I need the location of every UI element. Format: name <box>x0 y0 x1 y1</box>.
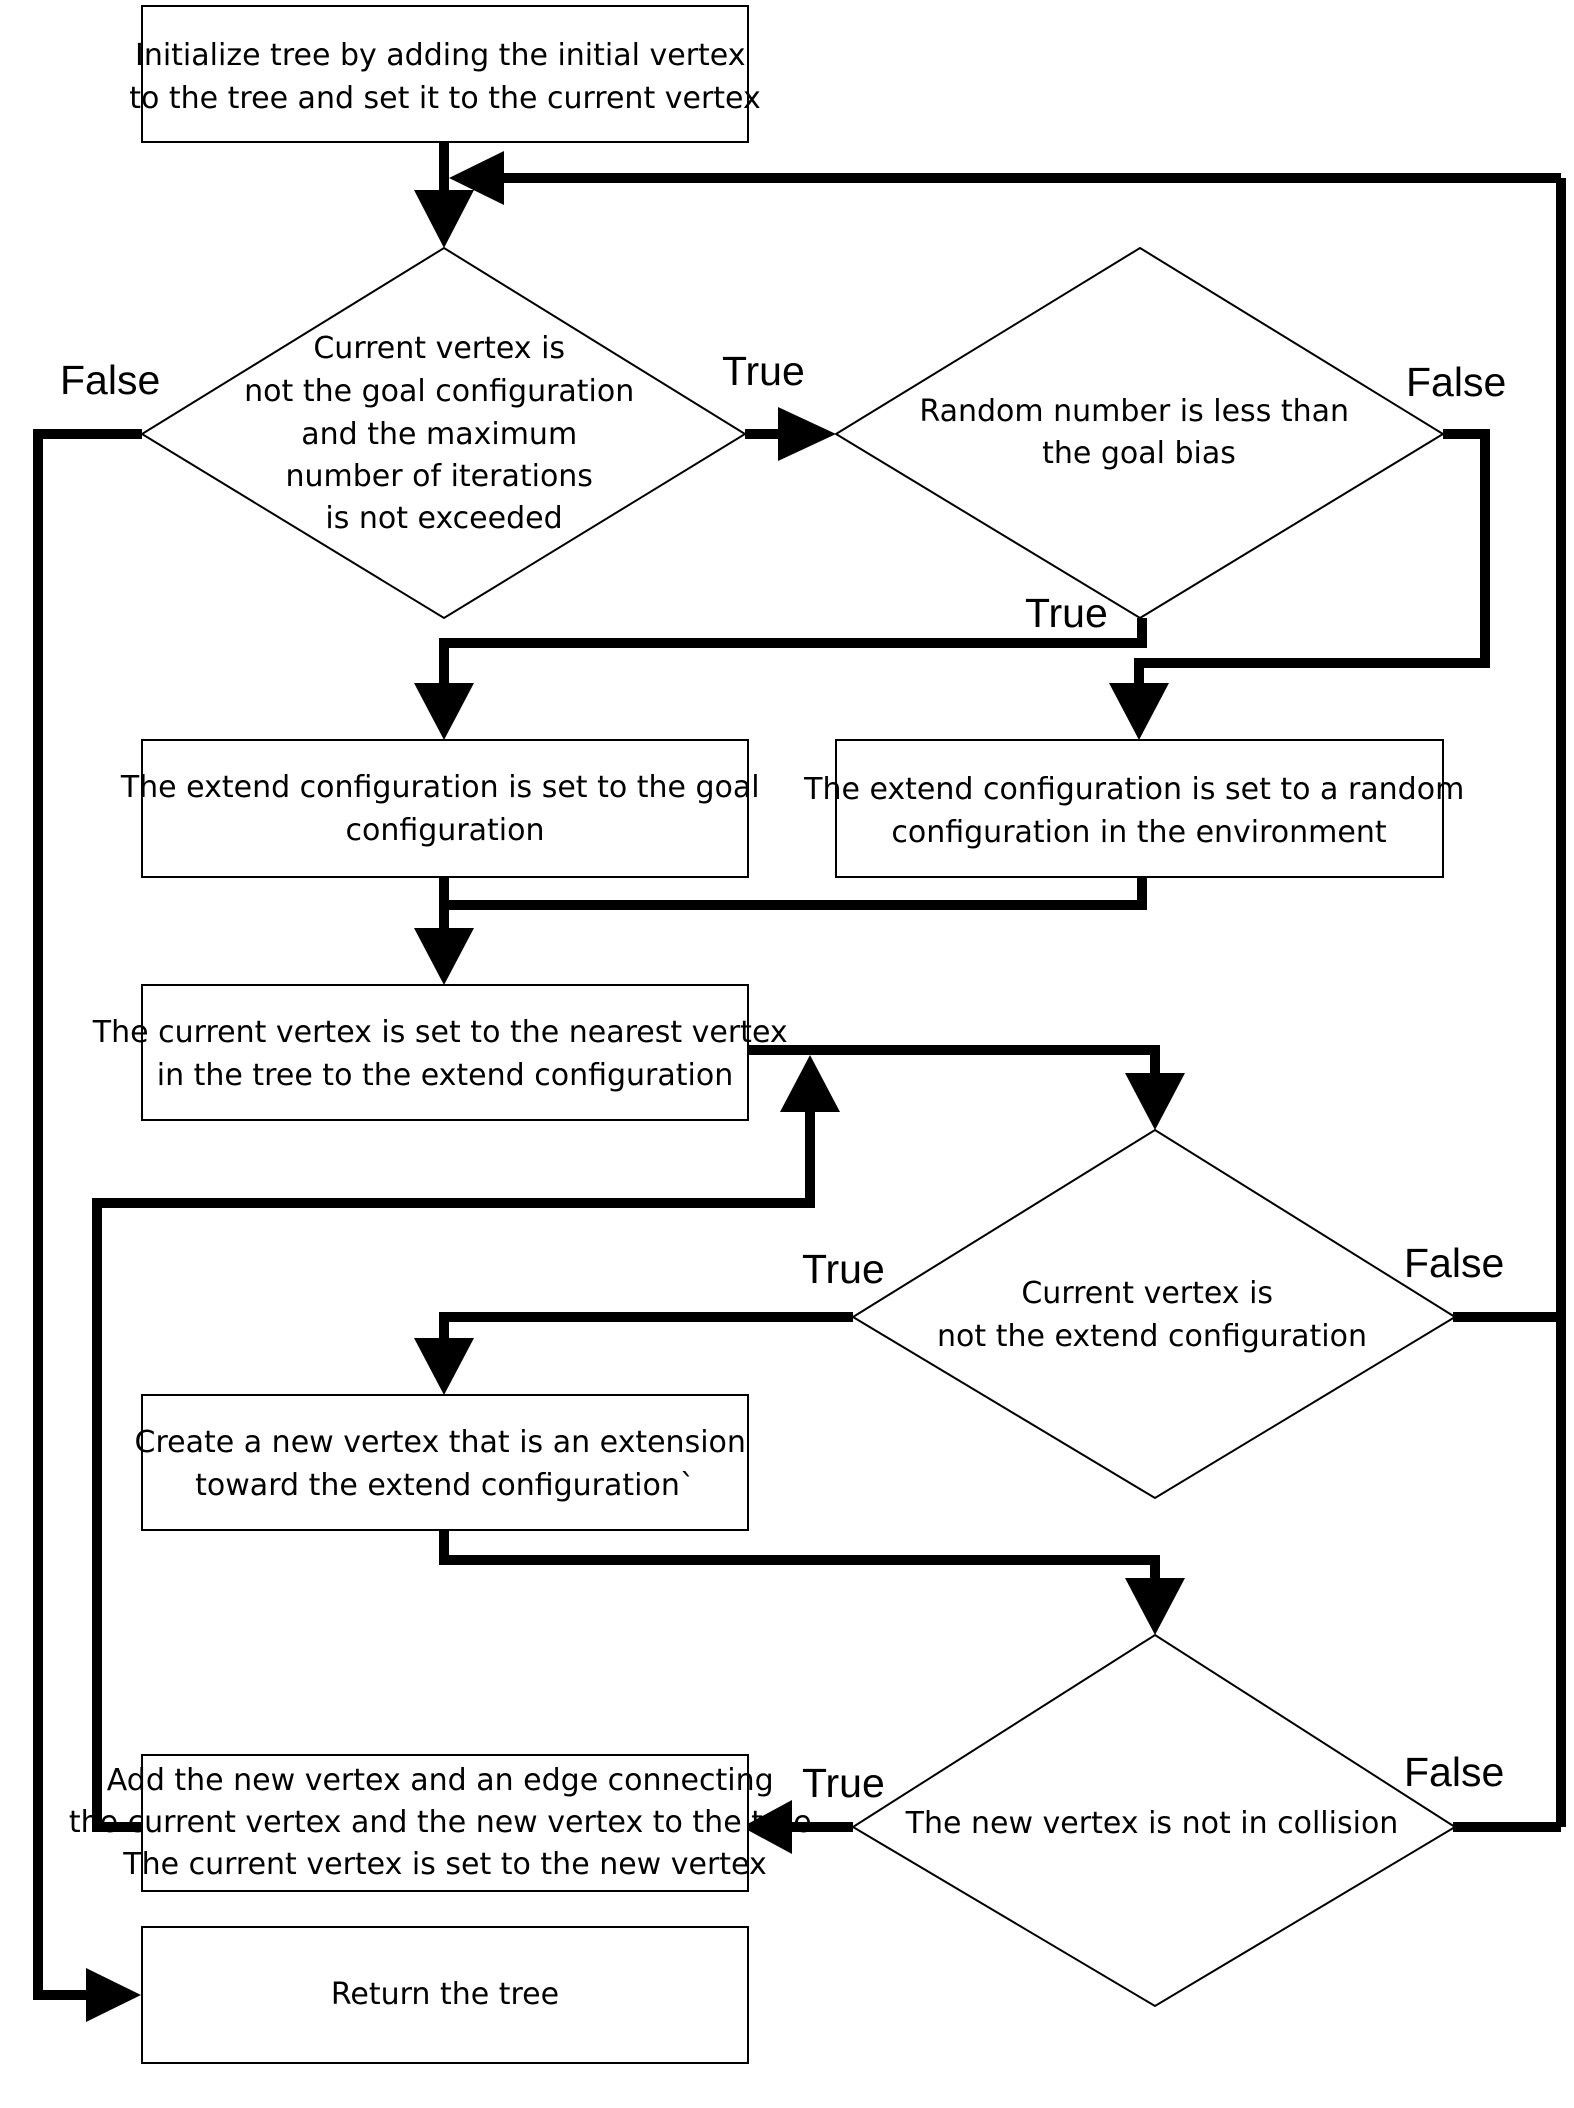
nearest-box <box>141 984 749 1121</box>
extend-random-line-1: The extend configuration is set to a ran… <box>803 772 1464 807</box>
no-collision-diamond <box>851 1633 1457 2008</box>
label-collision-true: True <box>802 1760 885 1806</box>
edge-bias-true <box>439 618 1147 685</box>
init-line-1: Initialize tree by adding the initial ve… <box>135 38 746 73</box>
node-add-vertex: Add the new vertex and an edge connectin… <box>69 1754 821 1892</box>
svg-text:Add the new vertex and an edge: Add the new vertex and an edge connectin… <box>69 1763 821 1882</box>
not-extend-diamond <box>851 1128 1457 1500</box>
arrowhead-into-not-extend <box>1125 1073 1185 1130</box>
loop-check-line-4: number of iterations <box>286 459 593 494</box>
add-vertex-line-3: The current vertex is set to the new ver… <box>122 1847 766 1882</box>
label-extend-true: True <box>802 1246 885 1292</box>
arrowhead-into-add-vertex <box>742 1800 792 1854</box>
not-extend-line-1: Current vertex is <box>1021 1276 1273 1311</box>
svg-text:Create a new vertex that is an: Create a new vertex that is an extension… <box>135 1425 756 1503</box>
extend-goal-line-2: configuration <box>346 813 545 848</box>
new-vertex-line-1: Create a new vertex that is an extension <box>135 1425 746 1460</box>
nearest-line-2: in the tree to the extend configuration <box>157 1058 733 1093</box>
return-tree-line-1: Return the tree <box>331 1977 559 2012</box>
node-goal-bias: Random number is less than the goal bias <box>834 246 1445 620</box>
loop-check-line-3: and the maximum <box>301 417 577 452</box>
label-extend-false: False <box>1404 1240 1504 1286</box>
no-collision-line-1: The new vertex is not in collision <box>905 1806 1399 1841</box>
return-tree-box <box>141 1926 749 2064</box>
nearest-line-1: The current vertex is set to the nearest… <box>92 1015 788 1050</box>
label-loop-true: True <box>722 348 805 394</box>
edge-loop-false <box>33 429 142 2000</box>
svg-text:Initialize tree by adding the: Initialize tree by adding the initial ve… <box>129 38 760 116</box>
edge-labels: False True False True True False True Fa… <box>60 348 1506 1806</box>
svg-text:Random number is less than: Random number is less than the goal bias <box>919 394 1358 471</box>
arrowhead-into-new-vertex <box>414 1338 474 1395</box>
node-new-vertex: Create a new vertex that is an extension… <box>135 1394 756 1531</box>
init-box <box>141 5 749 143</box>
arrowhead-into-nearest <box>414 928 474 985</box>
arrowhead-into-loop <box>414 190 474 248</box>
arrowhead-into-extend-goal <box>414 683 474 740</box>
add-vertex-line-2: the current vertex and the new vertex to… <box>69 1805 812 1840</box>
arrowhead-into-bias <box>778 407 836 461</box>
loop-check-line-5: is not exceeded <box>325 501 562 536</box>
svg-text:The extend configuration is se: The extend configuration is set to a ran… <box>803 772 1474 850</box>
arrowhead-into-extend-random <box>1109 683 1169 740</box>
add-vertex-box <box>141 1754 749 1892</box>
arrowhead-into-return <box>86 1968 141 2022</box>
add-vertex-line-1: Add the new vertex and an edge connectin… <box>107 1763 774 1798</box>
svg-text:The extend configuration is se: The extend configuration is set to the g… <box>120 770 769 848</box>
new-vertex-box <box>141 1394 749 1531</box>
edge-bias-false <box>1134 429 1490 685</box>
new-vertex-line-2: toward the extend configuration` <box>195 1468 695 1503</box>
goal-bias-line-2: the goal bias <box>1042 436 1236 471</box>
svg-text:The current vertex is set to t: The current vertex is set to the nearest… <box>92 1015 797 1093</box>
edge-extend-true <box>439 1312 853 1340</box>
node-no-collision: The new vertex is not in collision <box>851 1633 1457 2008</box>
loop-check-diamond <box>140 246 747 620</box>
node-extend-random: The extend configuration is set to a ran… <box>803 739 1474 878</box>
flow-lines <box>33 142 1566 2000</box>
arrowhead-loopback <box>449 151 504 205</box>
arrowhead-into-nearest-side <box>780 1055 840 1112</box>
svg-text:Current vertex is not th: Current vertex is not the extend configu… <box>937 1276 1367 1354</box>
node-nearest: The current vertex is set to the nearest… <box>92 984 797 1121</box>
edge-nearest-to-check <box>748 1045 1160 1075</box>
node-return-tree: Return the tree <box>141 1926 749 2064</box>
edge-extend-random-to-nearest <box>444 877 1147 910</box>
not-extend-line-2: not the extend configuration <box>937 1319 1367 1354</box>
label-loop-false: False <box>60 357 160 403</box>
svg-text:The new vertex is not in colli: The new vertex is not in collision <box>905 1806 1399 1841</box>
label-bias-true: True <box>1025 590 1108 636</box>
loop-check-line-1: Current vertex is <box>313 331 565 366</box>
svg-text:Current vertex is not th: Current vertex is not the goal configura… <box>244 331 644 536</box>
extend-random-line-2: configuration in the environment <box>891 815 1386 850</box>
arrowhead-into-collision <box>1125 1578 1185 1635</box>
extend-goal-line-1: The extend configuration is set to the g… <box>120 770 760 805</box>
node-init: Initialize tree by adding the initial ve… <box>129 5 761 143</box>
edge-add-loopback <box>92 1110 815 1832</box>
node-not-extend: Current vertex is not the extend configu… <box>851 1128 1457 1500</box>
arrowheads <box>86 151 1185 2022</box>
label-bias-false: False <box>1406 359 1506 405</box>
extend-random-box <box>835 739 1444 878</box>
node-loop-check: Current vertex is not the goal configura… <box>140 246 747 620</box>
goal-bias-diamond <box>834 246 1445 620</box>
extend-goal-box <box>141 739 749 878</box>
edge-new-to-collision <box>439 1530 1160 1580</box>
svg-text:Return the tree: Return the tree <box>331 1977 559 2012</box>
loop-check-line-2: not the goal configuration <box>244 374 634 409</box>
goal-bias-line-1: Random number is less than <box>919 394 1349 429</box>
init-line-2: to the tree and set it to the current ve… <box>129 81 760 116</box>
label-collision-false: False <box>1404 1749 1504 1795</box>
node-extend-goal: The extend configuration is set to the g… <box>120 739 769 878</box>
